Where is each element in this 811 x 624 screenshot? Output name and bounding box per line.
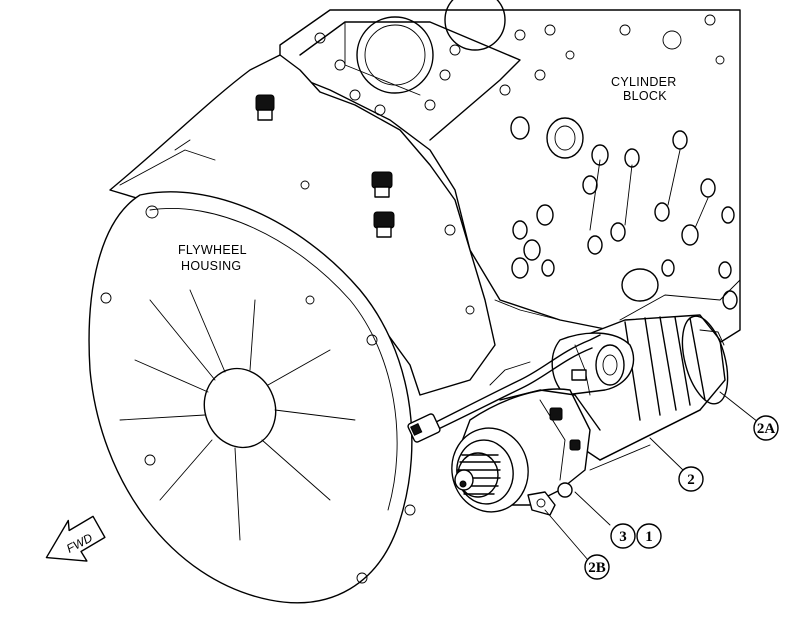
callout-1-text: 1 — [645, 529, 653, 545]
callout-3: 3 — [610, 523, 636, 549]
cylinder-block — [279, 0, 741, 361]
cylinder-block-label-line1: CYLINDER — [611, 75, 677, 89]
flywheel-housing-label-line1: FLYWHEEL — [178, 243, 247, 257]
callout-2: 2 — [678, 466, 704, 492]
cylinder-block-label-line2: BLOCK — [623, 89, 667, 103]
callout-3-text: 3 — [619, 529, 627, 545]
callout-1: 1 — [636, 523, 662, 549]
callout-2-text: 2 — [687, 472, 695, 488]
callout-leaders — [544, 391, 759, 561]
flywheel-housing — [88, 54, 496, 604]
callout-2A-text: 2A — [757, 421, 776, 437]
callout-2B-text: 2B — [588, 560, 606, 576]
starter-motor — [451, 314, 729, 516]
fwd-arrow: FWD — [45, 515, 106, 562]
flywheel-housing-label-line2: HOUSING — [181, 259, 241, 273]
wiring-harness — [407, 334, 601, 443]
callout-2B: 2B — [584, 554, 610, 580]
callout-2A: 2A — [753, 415, 779, 441]
